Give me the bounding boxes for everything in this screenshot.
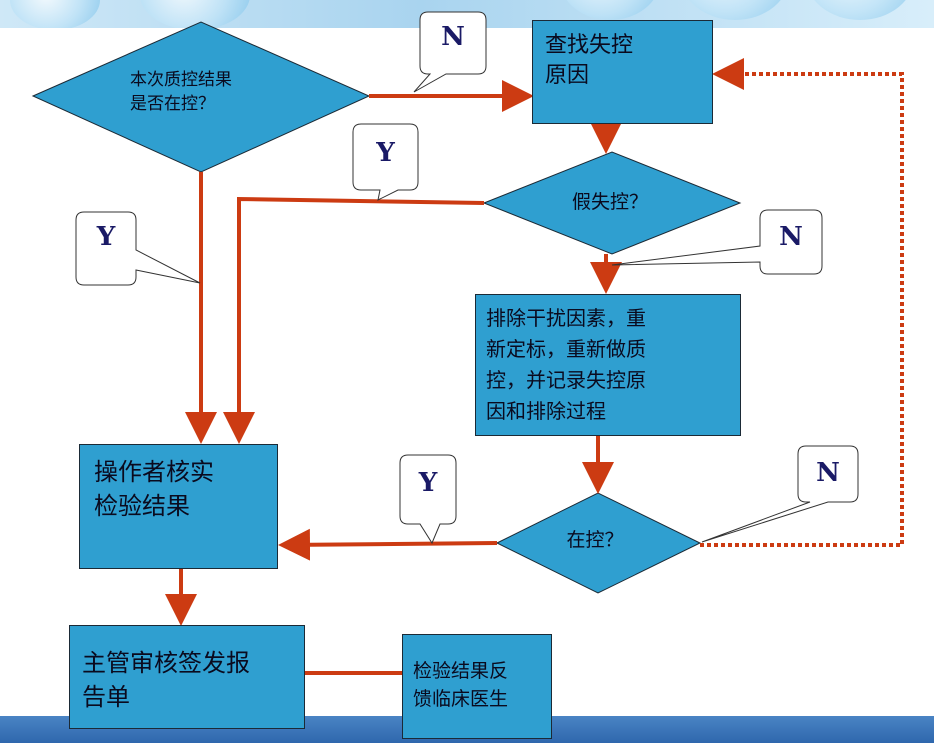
decision-false-alarm-shape xyxy=(482,151,742,255)
feedback-clinician-text: 检验结果反 馈临床医生 xyxy=(413,660,509,710)
remove-interference-box: 排除干扰因素，重 新定标，重新做质 控，并记录失控原 因和排除过程 xyxy=(475,294,741,436)
feedback-clinician-box: 检验结果反 馈临床医生 xyxy=(402,634,552,739)
callout-bubble-n-d2 xyxy=(611,209,823,275)
callout-bubble-y-left xyxy=(75,211,201,286)
callout-bubble-y-d2 xyxy=(352,123,419,201)
supervisor-sign-box: 主管审核签发报 告单 xyxy=(69,625,305,729)
operator-verify-box: 操作者核实 检验结果 xyxy=(79,444,278,569)
callout-y-left-text: Y xyxy=(96,222,116,252)
supervisor-sign-text: 主管审核签发报 告单 xyxy=(82,649,250,711)
callout-bubble-n1 xyxy=(413,11,487,93)
decision-back-in-control-label: 在控？ xyxy=(566,529,624,551)
find-cause-text: 查找失控 原因 xyxy=(545,33,634,88)
header-banner xyxy=(0,0,934,28)
callout-bubble-y-d3 xyxy=(399,454,457,545)
dotted-loop-d3-to-find xyxy=(700,58,904,547)
callout-y-d2-text: Y xyxy=(376,138,395,168)
callout-bubble-n-d3 xyxy=(701,445,859,543)
decision-false-alarm-label: 假失控？ xyxy=(571,191,648,213)
operator-verify-text: 操作者核实 检验结果 xyxy=(94,458,214,520)
arrow-d3-to-verify xyxy=(278,528,498,561)
arrow-d2-to-verify xyxy=(223,196,485,444)
decision-in-control-label: 本次质控结果 是否在控？ xyxy=(130,70,232,114)
callout-y-d3-text: Y xyxy=(418,468,438,498)
callout-n1-text: N xyxy=(441,22,465,52)
callout-n-d2-text: N xyxy=(779,222,803,252)
remove-interference-text: 排除干扰因素，重 新定标，重新做质 控，并记录失控原 因和排除过程 xyxy=(486,306,646,423)
find-cause-box: 查找失控 原因 xyxy=(532,20,713,124)
callout-n-d3-text: N xyxy=(816,458,840,488)
